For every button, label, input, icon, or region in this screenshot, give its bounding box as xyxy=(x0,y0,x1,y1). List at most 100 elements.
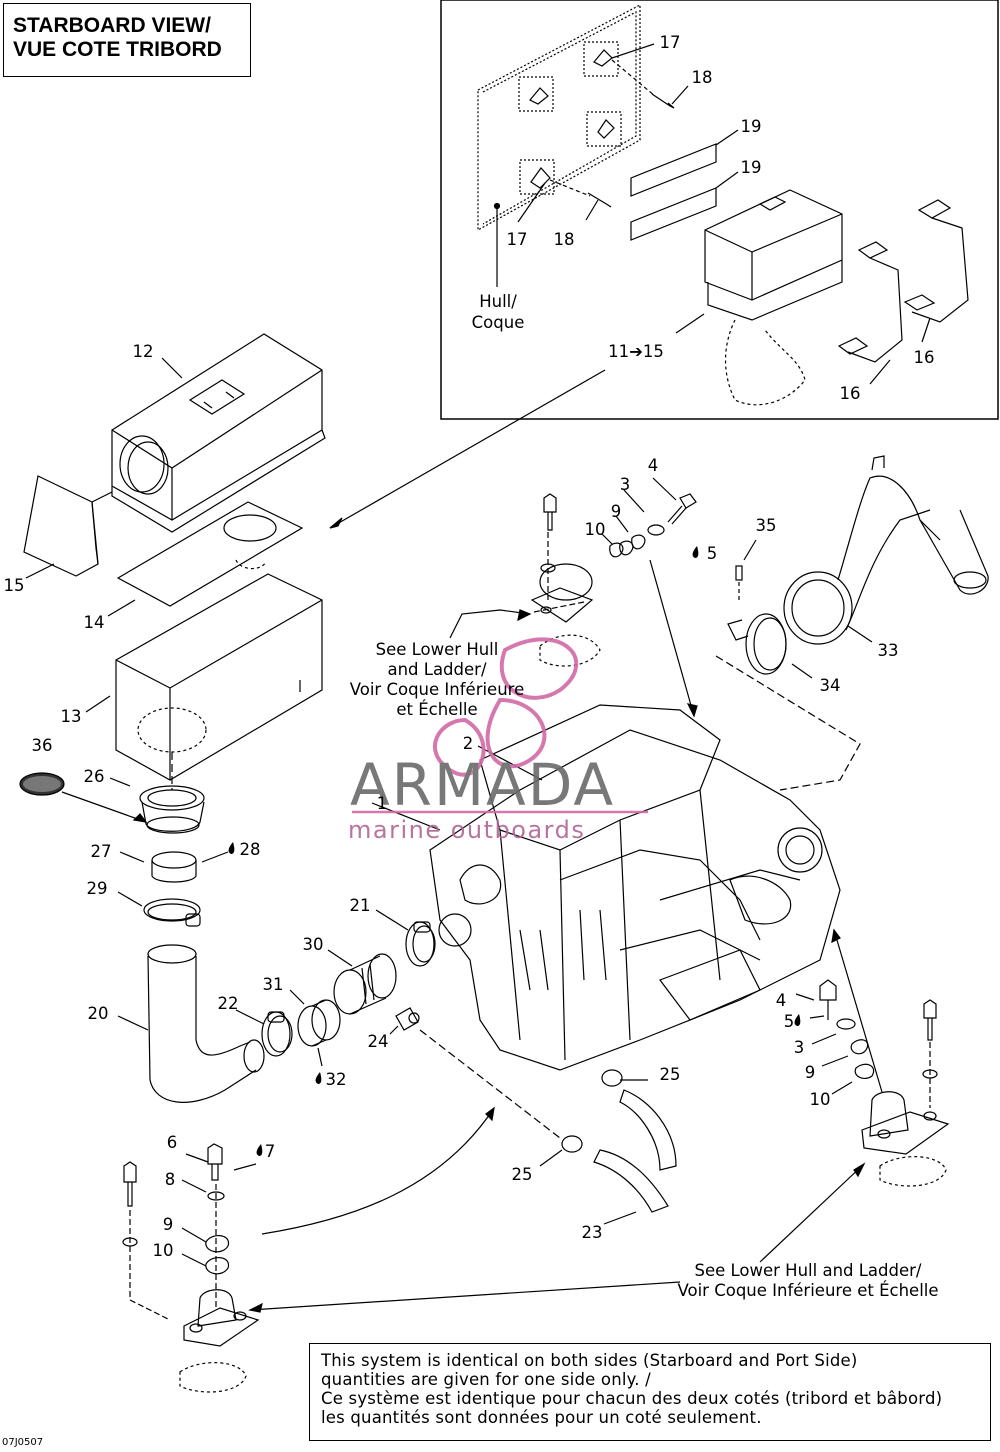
bolt-6 xyxy=(207,1143,223,1181)
part-number: 29 xyxy=(87,879,108,898)
inset-airbox xyxy=(704,189,843,406)
callout-lower-line1: See Lower Hull and Ladder/ xyxy=(694,1261,921,1280)
callout-lower-line2: Voir Coque Inférieure et Échelle xyxy=(677,1281,938,1300)
airbox-cover-12 xyxy=(111,333,326,533)
callout-upper-line4: et Échelle xyxy=(396,700,477,719)
note-box: This system is identical on both sides (… xyxy=(309,1343,991,1441)
gasket-14 xyxy=(116,501,304,607)
part-number: 19 xyxy=(741,117,762,136)
arrow-to-airbox xyxy=(329,369,606,529)
clamp-34 xyxy=(727,613,787,675)
flame-arrester-36 xyxy=(19,772,65,796)
part-number: 33 xyxy=(878,641,899,660)
note-line3: Ce système est identique pour chacun des… xyxy=(321,1389,943,1408)
washers-9-10-lower-left xyxy=(205,1235,230,1275)
view-title-box: STARBOARD VIEW/ VUE COTE TRIBORD xyxy=(3,3,251,77)
part-number: 21 xyxy=(350,896,371,915)
inlet-cover-15 xyxy=(23,475,113,577)
bolt-lower-right xyxy=(922,999,938,1108)
note-line4: les quantités sont données pour un coté … xyxy=(321,1408,762,1427)
part-number: 20 xyxy=(88,1004,109,1023)
part-number: 25 xyxy=(660,1065,681,1084)
engine-mount-upper xyxy=(530,563,601,667)
part-number: 17 xyxy=(660,33,681,52)
clamp-21 xyxy=(405,921,436,967)
part-number: 11➔15 xyxy=(608,342,664,361)
part-number: 25 xyxy=(512,1165,533,1184)
part-number: 28 xyxy=(240,840,261,859)
ring-31 xyxy=(297,999,341,1047)
adaptor-26 xyxy=(139,785,205,834)
hull-label-line1: Hull/ xyxy=(479,292,517,311)
clamp-29 xyxy=(143,898,201,927)
view-title-line2: VUE COTE TRIBORD xyxy=(13,38,222,61)
part-number: 7 xyxy=(265,1142,276,1161)
drawing-code: 07J0507 xyxy=(2,1437,44,1448)
part-number: 5 xyxy=(707,544,718,563)
part-number: 16 xyxy=(840,384,861,403)
engine-mount-lower-right xyxy=(819,979,950,1187)
part-number: 12 xyxy=(133,342,154,361)
bolt-lower-left xyxy=(122,1161,171,1321)
clamp-25 xyxy=(561,1069,623,1153)
elbow-hose-20 xyxy=(147,944,265,1103)
part-number: 3 xyxy=(620,475,631,494)
part-number: 18 xyxy=(692,68,713,87)
view-title-line1: STARBOARD VIEW/ xyxy=(13,14,211,37)
hull-label-line2: Coque xyxy=(472,313,525,332)
part-number: 32 xyxy=(326,1070,347,1089)
pin-35 xyxy=(735,565,743,600)
watermark-brand: ARMADA xyxy=(350,751,615,819)
part-number: 17 xyxy=(507,230,528,249)
part-number: 22 xyxy=(218,994,239,1013)
strap-16 xyxy=(837,199,969,363)
fitting-24 xyxy=(395,1007,420,1031)
hull-panel xyxy=(477,4,641,232)
note-line1: This system is identical on both sides (… xyxy=(321,1351,858,1370)
bolt-4-upper xyxy=(667,493,697,525)
foam-strip-19 xyxy=(630,143,717,241)
callout-upper-line1: See Lower Hull xyxy=(376,640,499,659)
part-number: 16 xyxy=(914,348,935,367)
engine-1 xyxy=(429,704,841,1071)
part-number: 4 xyxy=(776,991,787,1010)
callout-upper-line2: and Ladder/ xyxy=(387,660,486,679)
engine-mount-lower-left xyxy=(179,1289,260,1393)
part-number: 10 xyxy=(585,520,606,539)
part-number: 35 xyxy=(756,516,777,535)
part-number: 26 xyxy=(84,767,105,786)
watermark-logo: ARMADA marine outboards xyxy=(348,637,648,844)
ring-27 xyxy=(151,851,197,883)
part-number: 10 xyxy=(810,1090,831,1109)
part-number: 3 xyxy=(794,1038,805,1057)
part-number: 9 xyxy=(611,502,622,521)
part-number: 9 xyxy=(805,1063,816,1082)
washers-9-10-upper xyxy=(609,534,646,558)
part-number: 36 xyxy=(32,736,53,755)
part-number: 18 xyxy=(554,230,575,249)
airbox-base-13 xyxy=(115,573,323,781)
sleeve-30 xyxy=(333,953,397,1015)
hose-23 xyxy=(593,1089,677,1213)
inset-frame xyxy=(440,0,999,420)
watermark-tagline: marine outboards xyxy=(348,816,585,844)
part-number: 6 xyxy=(167,1133,178,1152)
note-line2: quantities are given for one side only. … xyxy=(321,1370,651,1389)
part-number: 13 xyxy=(61,707,82,726)
oil-drop-icon xyxy=(228,546,801,1156)
exhaust-pipe-33 xyxy=(783,455,989,645)
part-number: 24 xyxy=(368,1032,389,1051)
part-number: 19 xyxy=(741,158,762,177)
part-number: 8 xyxy=(165,1170,176,1189)
part-number: 23 xyxy=(582,1223,603,1242)
part-number: 5 xyxy=(784,1012,795,1031)
bracket-17 xyxy=(518,41,622,195)
part-number: 9 xyxy=(163,1215,174,1234)
callout-upper-line3: Voir Coque Inférieure xyxy=(350,680,525,699)
part-number: 4 xyxy=(648,456,659,475)
part-number: 30 xyxy=(303,935,324,954)
part-number: 34 xyxy=(820,676,841,695)
part-number: 2 xyxy=(463,734,474,753)
part-number: 1 xyxy=(377,794,388,813)
